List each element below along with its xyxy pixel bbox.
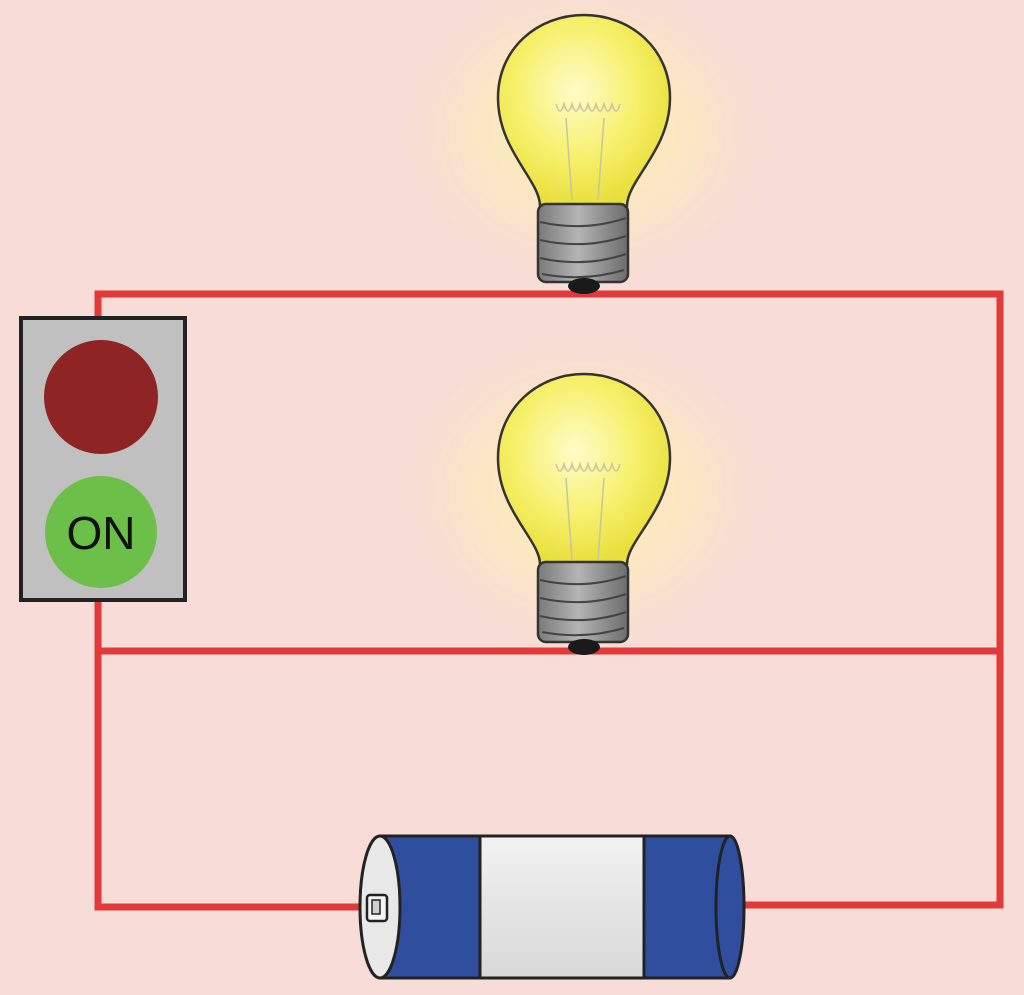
- battery-terminal-inner: [371, 899, 381, 915]
- bulb-top-filament: [555, 101, 621, 201]
- on-button-label: ON: [67, 507, 136, 559]
- bulb-top-threads: [539, 217, 627, 279]
- bulb-bottom-filament: [555, 461, 621, 561]
- bulb-bottom-threads: [539, 575, 627, 637]
- wires: [94, 290, 1004, 911]
- bulb-top: [496, 13, 672, 294]
- switch[interactable]: ON: [19, 316, 187, 602]
- battery: [358, 834, 746, 980]
- off-button[interactable]: [44, 340, 158, 454]
- on-button[interactable]: [45, 476, 157, 588]
- bulb-bottom-contact: [568, 639, 600, 655]
- bulb-bottom-glass: [496, 372, 672, 566]
- bulb-bottom: [496, 372, 672, 655]
- bulb-top-contact: [568, 278, 600, 294]
- battery-cap-right: [714, 834, 746, 980]
